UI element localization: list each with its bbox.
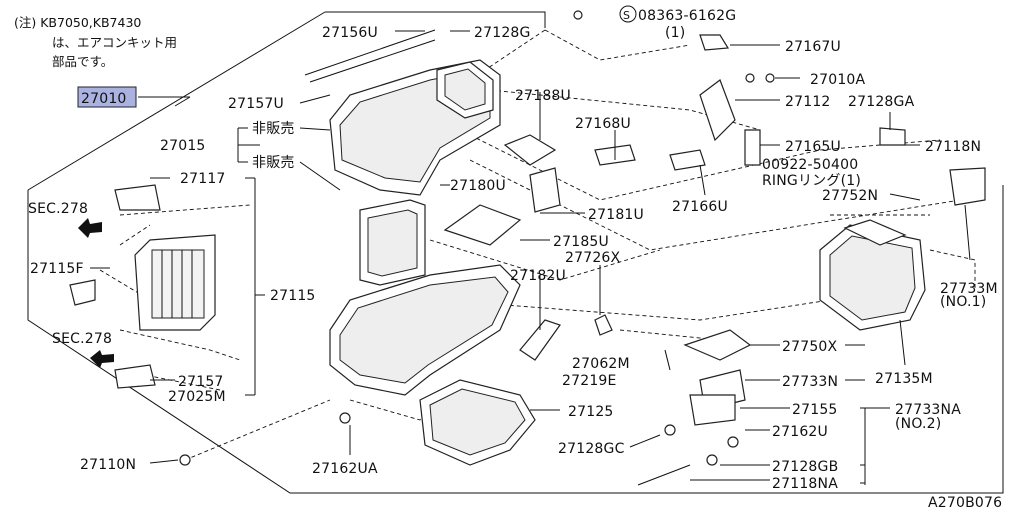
label-27752N[interactable]: 27752N <box>822 188 878 204</box>
label-27733NA-no: (NO.2) <box>895 416 941 432</box>
label-27010A[interactable]: 27010A <box>810 72 866 88</box>
label-27162U[interactable]: 27162U <box>772 424 828 440</box>
heater-core-drawing <box>69 184 216 389</box>
label-27110N[interactable]: 27110N <box>80 457 136 473</box>
note-text: (注) KB7050,KB7430 は、エアコンキット用 部品です。 <box>14 15 177 69</box>
label-27115F[interactable]: 27115F <box>30 261 84 277</box>
note-line-3: 部品です。 <box>52 54 113 69</box>
small-parts-drawing <box>179 10 986 486</box>
lower-case-drawing <box>329 199 536 466</box>
part-27010-highlight <box>77 86 137 108</box>
label-oring[interactable]: 00922-50400 <box>762 157 858 173</box>
upper-case-drawing <box>304 29 501 196</box>
label-27010[interactable]: 27010 <box>81 91 127 107</box>
label-27219E[interactable]: 27219E <box>562 373 617 389</box>
label-hihan-1: 非販売 <box>252 121 295 137</box>
frame-lines <box>27 11 1004 494</box>
label-27185U[interactable]: 27185U <box>553 234 609 250</box>
label-27118N[interactable]: 27118N <box>925 139 981 155</box>
label-27182U[interactable]: 27182U <box>510 268 566 284</box>
label-27128GC[interactable]: 27128GC <box>558 441 625 457</box>
note-line-1: (注) KB7050,KB7430 <box>14 15 141 30</box>
label-27015[interactable]: 27015 <box>160 138 206 154</box>
unit-27135M-drawing <box>819 219 926 331</box>
label-oring-qty: RINGリング(1) <box>762 173 861 189</box>
label-27155[interactable]: 27155 <box>792 402 838 418</box>
label-27168U[interactable]: 27168U <box>575 116 631 132</box>
label-27726X[interactable]: 27726X <box>565 250 621 266</box>
label-27167U[interactable]: 27167U <box>785 39 841 55</box>
label-27025M[interactable]: 27025M <box>168 389 226 405</box>
label-hihan-2: 非販売 <box>252 155 295 171</box>
label-sec278-lower[interactable]: SEC.278 <box>52 331 112 347</box>
screw-symbol-letter: S <box>623 9 630 22</box>
leader-lines <box>90 30 971 485</box>
label-27157U[interactable]: 27157U <box>228 96 284 112</box>
label-27180U[interactable]: 27180U <box>450 178 506 194</box>
label-27733M-no: (NO.1) <box>940 294 986 310</box>
label-27128GB[interactable]: 27128GB <box>772 459 838 475</box>
label-27156U[interactable]: 27156U <box>322 25 378 41</box>
label-sec278-upper[interactable]: SEC.278 <box>28 201 88 217</box>
label-27166U[interactable]: 27166U <box>672 199 728 215</box>
label-27188U[interactable]: 27188U <box>515 88 571 104</box>
part-labels: 27156U 27128G S 08363-6162G (1) 27157U 2… <box>28 5 1002 511</box>
label-27112[interactable]: 27112 <box>785 94 831 110</box>
label-27117[interactable]: 27117 <box>180 171 226 187</box>
label-27128G[interactable]: 27128G <box>474 25 531 41</box>
label-screw-qty: (1) <box>665 25 685 41</box>
label-27062M[interactable]: 27062M <box>572 356 630 372</box>
label-27750X[interactable]: 27750X <box>782 339 838 355</box>
label-27181U[interactable]: 27181U <box>588 207 644 223</box>
screw-symbol-icon <box>619 5 637 23</box>
arrow-icon <box>78 218 114 368</box>
label-27733NA[interactable]: 27733NA <box>895 402 961 418</box>
label-27128GA[interactable]: 27128GA <box>848 94 915 110</box>
label-27115[interactable]: 27115 <box>270 288 316 304</box>
label-27733M[interactable]: 27733M <box>940 281 998 297</box>
label-27157[interactable]: 27157 <box>178 374 224 390</box>
diagram-code: A270B076 <box>928 495 1002 511</box>
label-27125[interactable]: 27125 <box>568 404 614 420</box>
label-27733N[interactable]: 27733N <box>782 374 838 390</box>
note-line-2: は、エアコンキット用 <box>52 35 177 50</box>
label-screw[interactable]: 08363-6162G <box>638 8 736 24</box>
label-27135M[interactable]: 27135M <box>875 371 933 387</box>
label-27165U[interactable]: 27165U <box>785 139 841 155</box>
label-27118NA[interactable]: 27118NA <box>772 476 838 492</box>
label-27162UA[interactable]: 27162UA <box>312 461 378 477</box>
